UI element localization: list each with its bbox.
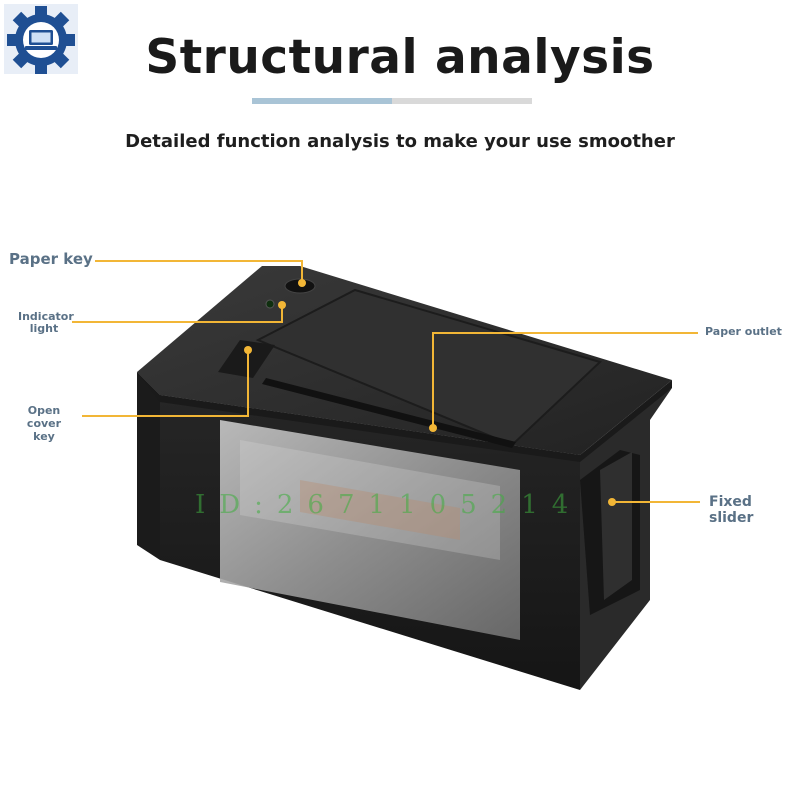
callout-dot-paper-key	[298, 279, 306, 287]
indicator-light-led	[265, 299, 275, 309]
callout-line-indicator-light	[72, 305, 283, 323]
label-open-cover-key-line1: Open cover	[26, 404, 62, 430]
callout-dot-paper-outlet	[429, 424, 437, 432]
front-window	[220, 420, 520, 640]
label-indicator-light: Indicator light	[18, 310, 74, 335]
callout-dot-indicator-light	[278, 301, 286, 309]
label-open-cover-key-line2: key	[33, 430, 55, 443]
page-title: Structural analysis	[145, 30, 655, 85]
gear-laptop-icon	[4, 4, 78, 74]
title-divider	[252, 98, 532, 104]
callout-line-paper-key	[95, 260, 303, 283]
label-indicator-light-line2: light	[29, 322, 59, 335]
label-indicator-light-line1: Indicator	[18, 310, 74, 323]
open-cover-key-part	[218, 340, 275, 378]
label-paper-key: Paper key	[9, 250, 93, 268]
paper-outlet-slot	[262, 378, 516, 448]
label-paper-outlet: Paper outlet	[705, 325, 782, 338]
label-fixed-slider: Fixed slider	[709, 494, 754, 526]
callout-dot-fixed-slider	[608, 498, 616, 506]
page-subtitle: Detailed function analysis to make your …	[125, 131, 675, 152]
printer-left-side	[137, 372, 160, 560]
label-open-cover-key: Open cover key	[9, 404, 79, 443]
callout-line-paper-outlet	[432, 332, 698, 428]
callout-dot-open-cover-key	[244, 346, 252, 354]
callout-line-open-cover-key	[82, 350, 249, 417]
watermark-id: ID:2671105214	[195, 490, 583, 520]
paper-cover	[255, 288, 602, 447]
title-divider-accent	[252, 98, 392, 104]
